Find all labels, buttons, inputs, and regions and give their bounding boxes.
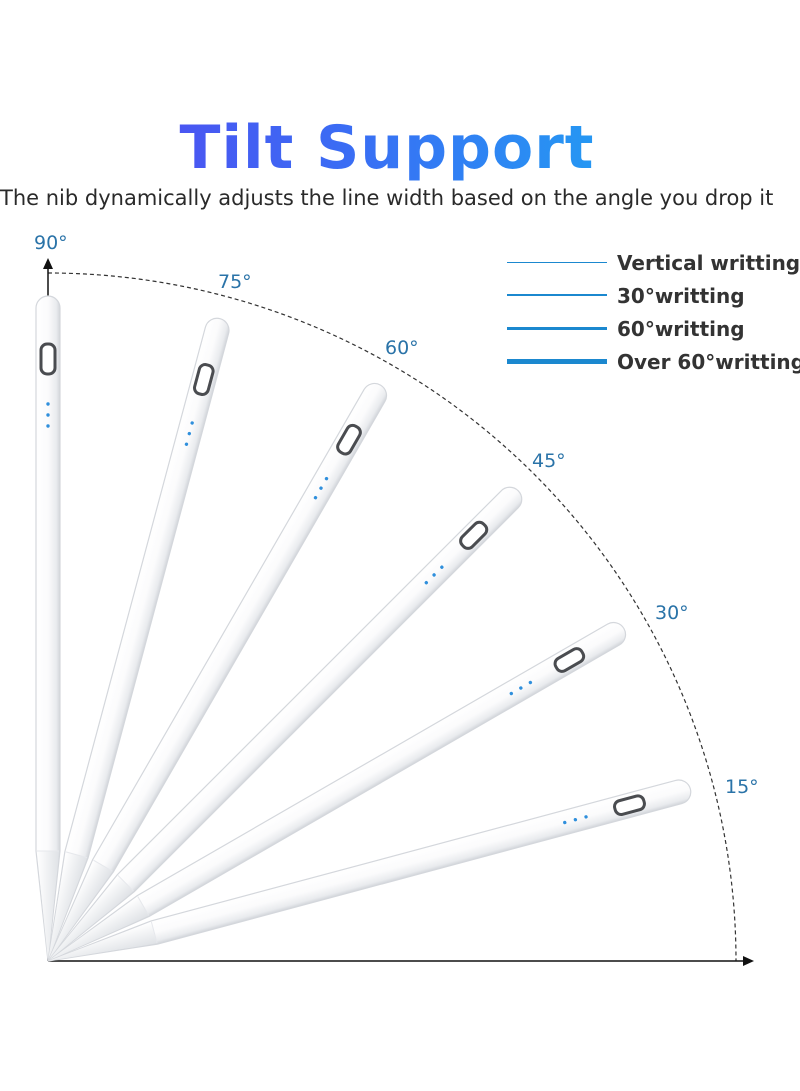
legend-line-thin (507, 262, 607, 263)
pencil-tip (48, 860, 113, 961)
pencil-30 (47, 621, 627, 962)
pencil-tip (37, 851, 59, 961)
tip-separator (150, 921, 158, 944)
legend-item-30: 30°writting (505, 281, 800, 311)
legend-item-over-60: Over 60°writting (505, 347, 800, 377)
y-axis-arrow-icon (43, 258, 53, 269)
angle-label-90: 90° (34, 232, 68, 254)
pencil-tip (48, 921, 158, 961)
angle-label-45: 45° (532, 450, 566, 472)
charging-port-icon (613, 794, 646, 816)
indicator-dot (46, 424, 50, 428)
pencil-body (47, 779, 692, 962)
angle-arc (47, 272, 737, 962)
pencil-60 (47, 382, 388, 962)
indicator-dot (46, 413, 50, 417)
indicator-dot (528, 680, 533, 685)
legend-line-thick (507, 327, 607, 330)
indicator-dot (584, 815, 588, 819)
charging-port-icon (193, 363, 215, 396)
page-subtitle: The nib dynamically adjusts the line wid… (0, 186, 774, 210)
pencil-tip (48, 851, 88, 961)
indicator-dot (324, 476, 329, 481)
pencil-75 (47, 317, 230, 962)
pencil-body (47, 382, 388, 962)
indicator-dot (46, 402, 50, 406)
indicator-dot (424, 580, 429, 585)
indicator-dot (573, 817, 578, 822)
charging-port-icon (459, 520, 489, 550)
indicator-dot (319, 486, 323, 490)
pencil-90 (35, 295, 61, 962)
indicator-dot (440, 565, 444, 569)
pencil-group (35, 295, 692, 962)
indicator-dot (184, 442, 189, 446)
legend-label: Vertical writting (617, 251, 800, 275)
x-axis-arrow-icon (743, 956, 754, 966)
legend-label: 60°writting (617, 317, 745, 341)
charging-port-icon (553, 647, 586, 673)
tip-separator (137, 896, 150, 916)
pencil-45 (47, 486, 523, 962)
indicator-dot (563, 820, 567, 825)
legend-line-thickest (507, 359, 607, 364)
pencil-body (47, 486, 523, 962)
angle-label-75: 75° (218, 271, 252, 293)
pencil-tip (48, 896, 149, 961)
legend-label: 30°writting (617, 284, 745, 308)
indicator-dot (519, 686, 523, 690)
legend-item-vertical: Vertical writting (505, 248, 800, 278)
tip-separator (93, 859, 113, 872)
pencil-15 (47, 779, 692, 962)
tip-separator (65, 851, 88, 859)
indicator-dot (509, 691, 514, 696)
pencil-body (35, 295, 61, 962)
pencil-body (47, 317, 230, 962)
page-title: Tilt Support (0, 112, 774, 184)
angle-label-30: 30° (655, 602, 689, 624)
pencil-body (47, 621, 627, 962)
indicator-dot (432, 573, 436, 577)
angle-label-15: 15° (725, 776, 759, 798)
indicator-dot (187, 431, 192, 436)
legend-item-60: 60°writting (505, 314, 800, 344)
pencil-tip (48, 875, 134, 961)
indicator-dot (313, 495, 318, 500)
charging-port-icon (336, 423, 362, 456)
legend-line-medium (507, 294, 607, 296)
indicator-dot (190, 421, 194, 425)
charging-port-icon (39, 342, 57, 376)
angle-label-60: 60° (385, 337, 419, 359)
legend-label: Over 60°writting (617, 350, 800, 374)
tip-separator (117, 875, 134, 892)
